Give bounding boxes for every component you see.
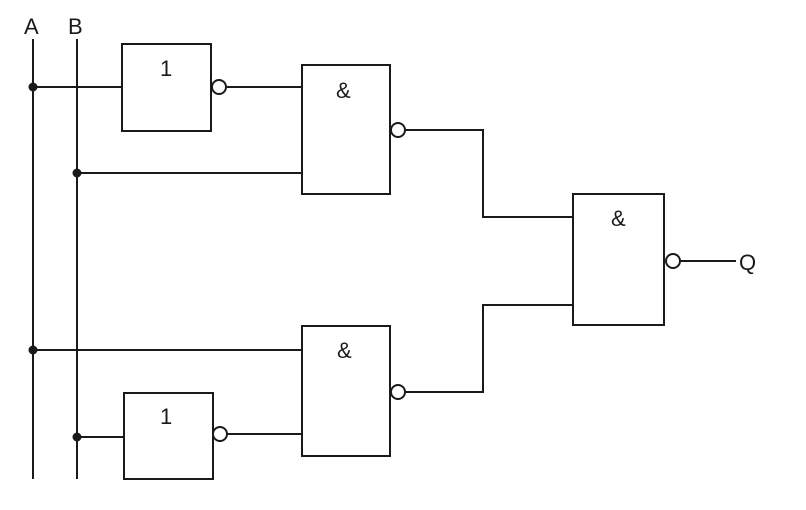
- input-label-a: A: [24, 14, 39, 39]
- nand-gate-top-inversion-bubble: [390, 122, 406, 138]
- nand-gate-top-symbol: &: [336, 78, 351, 103]
- nand-gate-output-inversion-bubble: [665, 253, 681, 269]
- junction-dot-a-top: [28, 82, 38, 92]
- nand-gate-output-body: [572, 193, 665, 326]
- not-gate-top-symbol: 1: [160, 56, 172, 81]
- not-gate-bottom-inversion-bubble: [212, 426, 228, 442]
- wire-nand-top-to-output-gate: [405, 129, 574, 218]
- nand-gate-output: &: [572, 193, 681, 326]
- junction-dot-b-bottom: [72, 432, 82, 442]
- input-label-b: B: [68, 14, 83, 39]
- junction-dot-a-bottom: [28, 345, 38, 355]
- nand-gate-bottom-body: [301, 325, 391, 457]
- not-gate-bottom-symbol: 1: [160, 404, 172, 429]
- nand-gate-top: &: [301, 64, 406, 195]
- nand-gate-bottom: &: [301, 325, 406, 457]
- nand-gate-bottom-symbol: &: [337, 338, 352, 363]
- junction-dot-b-top: [72, 168, 82, 178]
- nand-gate-bottom-inversion-bubble: [390, 384, 406, 400]
- not-gate-top-body: [121, 43, 212, 132]
- nand-gate-output-symbol: &: [611, 206, 626, 231]
- not-gate-top-inversion-bubble: [211, 79, 227, 95]
- not-gate-bottom: 1: [123, 392, 228, 480]
- output-label-q: Q: [739, 250, 756, 275]
- not-gate-top: 1: [121, 43, 227, 132]
- wire-nand-bottom-to-output-gate: [405, 304, 574, 393]
- nand-gate-top-body: [301, 64, 391, 195]
- not-gate-bottom-body: [123, 392, 214, 480]
